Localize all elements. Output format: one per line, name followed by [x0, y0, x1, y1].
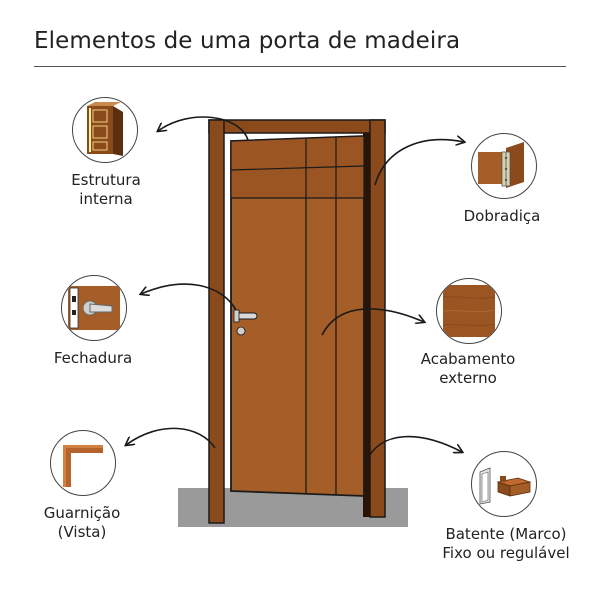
door-leaf	[230, 135, 365, 497]
hinge-icon	[478, 142, 524, 188]
label-estrutura-interna: Estrutura interna	[71, 171, 141, 208]
door-core-cross-section-icon	[87, 102, 123, 156]
trim-molding-icon	[63, 445, 103, 487]
arrow-fechadura	[141, 283, 237, 311]
label-guarnicao: Guarnição (Vista)	[43, 504, 121, 541]
arrow-estrutura	[158, 116, 249, 141]
arrow-guarnicao	[126, 427, 216, 449]
label-fechadura: Fechadura	[53, 349, 133, 367]
page-title: Elementos de uma porta de madeira	[34, 28, 461, 54]
arrow-batente	[365, 435, 462, 463]
callout-arrows	[126, 116, 464, 463]
arrow-dobradica	[374, 140, 464, 186]
door-frame-jamb-icon	[479, 467, 532, 505]
estrutura-interna-circle	[72, 97, 138, 163]
guarnicao-circle	[50, 430, 116, 496]
keyhole	[236, 326, 246, 336]
batente-circle	[471, 451, 537, 517]
arrow-acabamento	[321, 308, 424, 336]
label-dobradica: Dobradiça	[463, 207, 541, 225]
label-batente: Batente (Marco) Fixo ou regulável	[442, 525, 570, 562]
title-underline	[34, 66, 566, 67]
label-acabamento-externo: Acabamento externo	[420, 350, 516, 387]
door-handle-lock-icon	[68, 286, 120, 330]
floor	[178, 488, 408, 527]
acabamento-externo-circle	[436, 278, 502, 344]
dobradica-circle	[471, 133, 537, 199]
fechadura-circle	[61, 275, 127, 341]
wood-veneer-swatch-icon	[442, 285, 496, 337]
